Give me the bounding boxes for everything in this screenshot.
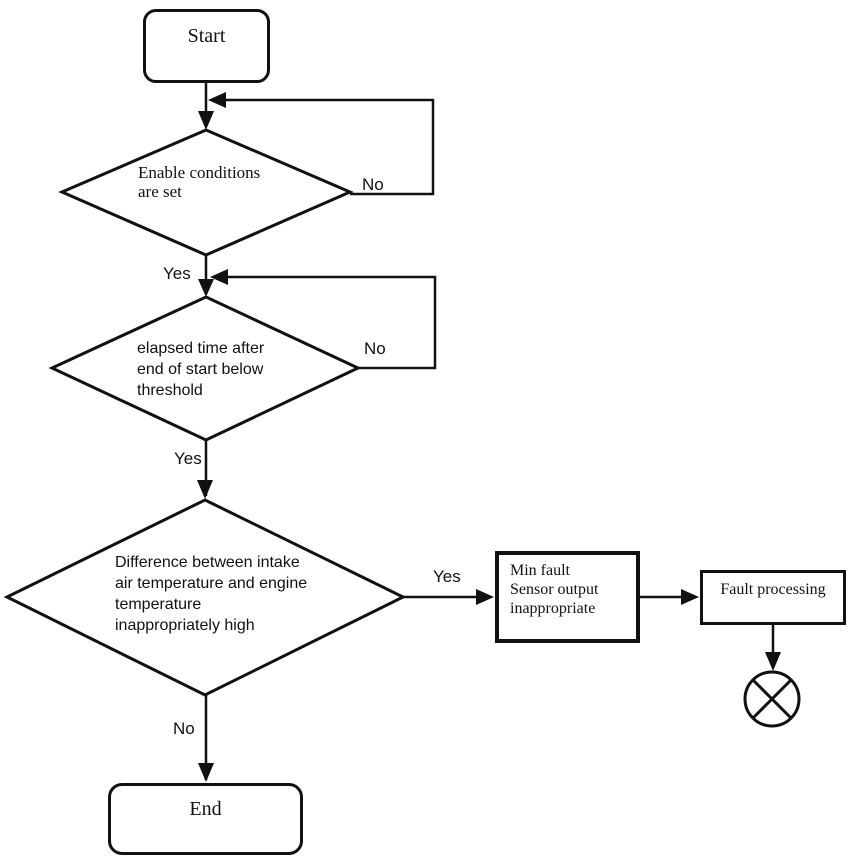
edge-label-difference-yes: Yes [433,567,461,586]
decision-enable-text: Enable conditions are set [138,163,260,201]
start-label: Start [187,25,226,47]
min-fault-line: inappropriate [510,600,596,617]
min-fault-line: Min fault [510,562,570,579]
edge-label-enable-no: No [362,175,384,194]
arrowhead-into-elapsed [198,279,214,297]
decision-difference-line: temperature [115,596,202,613]
min-fault-line: Sensor output [510,581,599,598]
fault-processing-node: Fault processing [700,570,846,625]
decision-difference-line: air temperature and engine [115,575,308,592]
decision-elapsed-line: threshold [137,382,203,399]
decision-elapsed-line: end of start below [137,361,264,378]
decision-difference-diamond [3,498,407,697]
edge-label-elapsed-no: No [364,339,386,358]
edge-elapsed-no-loop [214,275,437,370]
edge-label-elapsed-yes: Yes [174,449,202,468]
edge-label-difference-no: No [173,719,195,738]
decision-enable-line: are set [138,182,182,201]
edge-enable-no-loop [212,98,435,196]
start-node: Start [143,9,270,83]
terminator-cross-icon [751,678,793,720]
arrowhead-elapsed-no-return [210,269,228,285]
arrowhead-into-difference [197,480,213,499]
arrowhead-into-terminator [765,652,781,671]
arrowhead-into-end [198,763,214,782]
decision-difference-line: inappropriately high [115,617,255,634]
decision-difference-text: Difference between intake air temperatur… [115,552,307,636]
decision-enable-line: Enable conditions [138,163,261,182]
end-node: End [108,783,303,855]
decision-elapsed-text: elapsed time after end of start below th… [137,338,264,401]
end-label: End [189,798,222,820]
decision-difference-line: Difference between intake [115,554,300,571]
terminator-circle-icon [743,670,801,728]
decision-enable-diamond [58,128,354,257]
arrowhead-into-faultprocessing [681,589,699,605]
min-fault-node: Min fault Sensor output inappropriate [495,551,640,643]
edge-label-enable-yes: Yes [163,264,191,283]
arrowhead-into-enable [198,111,214,130]
arrowhead-into-minfault [476,589,494,605]
decision-elapsed-line: elapsed time after [137,340,265,357]
fault-processing-label: Fault processing [720,581,826,598]
decision-elapsed-diamond [48,295,362,442]
arrowhead-enable-no-return [208,92,226,108]
